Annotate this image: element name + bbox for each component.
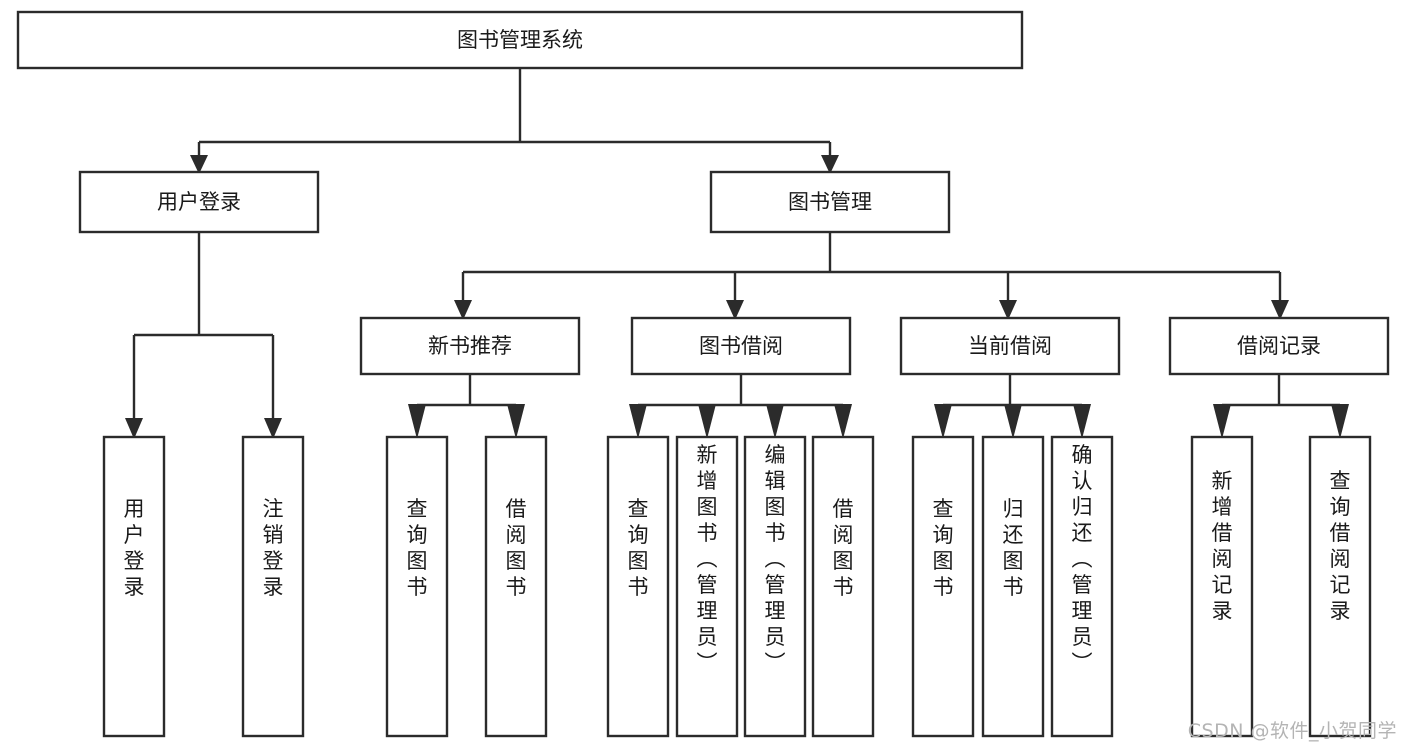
node-leaf-borrow-book-2-label: 借阅图书 xyxy=(833,497,854,599)
arrowhead-leaf-return-book xyxy=(1004,404,1022,439)
node-leaf-return-book-box[interactable] xyxy=(981,435,1045,738)
arrowhead-new-book-recommend xyxy=(454,300,472,320)
node-leaf-query-borrow-record-box[interactable] xyxy=(1308,435,1372,738)
node-leaf-query-book-1-label: 查询图书 xyxy=(407,497,428,599)
node-leaf-borrow-book-2[interactable]: 借阅图书 xyxy=(811,435,875,738)
node-root[interactable]: 图书管理系统 xyxy=(16,10,1024,70)
node-leaf-query-book-1-box[interactable] xyxy=(385,435,449,738)
node-current-borrow[interactable]: 当前借阅 xyxy=(899,316,1121,376)
node-leaf-user-login-label: 用户登录 xyxy=(124,497,145,599)
node-leaf-confirm-return-admin-label: 确认归还︵管理员︶ xyxy=(1072,443,1093,675)
leaf-node-layer: 用户登录 注销登录 查询图书 借阅图书 查询图书 新增图书︵管理员︶ xyxy=(102,435,1372,738)
node-leaf-borrow-book-2-box[interactable] xyxy=(811,435,875,738)
arrowhead-leaf-query-borrow-record xyxy=(1331,404,1349,439)
node-borrow-record-label: 借阅记录 xyxy=(1237,334,1321,358)
node-user-login[interactable]: 用户登录 xyxy=(78,170,320,234)
node-leaf-query-book-1[interactable]: 查询图书 xyxy=(385,435,449,738)
arrowhead-user-login xyxy=(190,155,208,174)
arrowhead-leaf-borrow-book-2 xyxy=(834,404,852,439)
node-leaf-return-book-label: 归还图书 xyxy=(1003,497,1024,599)
connector-layer xyxy=(125,68,1349,439)
node-leaf-logout-box[interactable] xyxy=(241,435,305,738)
node-leaf-logout[interactable]: 注销登录 xyxy=(241,435,305,738)
node-borrow-record[interactable]: 借阅记录 xyxy=(1168,316,1390,376)
node-leaf-query-book-2-label: 查询图书 xyxy=(628,497,649,599)
arrowhead-leaf-confirm-return-admin xyxy=(1073,404,1091,439)
node-leaf-add-book-admin-label: 新增图书︵管理员︶ xyxy=(697,443,718,675)
node-leaf-query-book-3-label: 查询图书 xyxy=(933,497,954,599)
node-root-label: 图书管理系统 xyxy=(457,28,583,52)
node-leaf-edit-book-admin-label: 编辑图书︵管理员︶ xyxy=(765,443,786,675)
arrowhead-leaf-query-book-2 xyxy=(629,404,647,439)
node-borrow-record-box[interactable] xyxy=(1168,316,1390,376)
node-leaf-query-book-3-box[interactable] xyxy=(911,435,975,738)
node-leaf-edit-book-admin-box[interactable] xyxy=(743,435,807,738)
arrowhead-leaf-query-book-3 xyxy=(934,404,952,439)
arrowhead-current-borrow xyxy=(999,300,1017,320)
arrowhead-leaf-user-login xyxy=(125,418,143,439)
node-book-manage-box[interactable] xyxy=(709,170,951,234)
node-root-box[interactable] xyxy=(16,10,1024,70)
node-leaf-query-book-2[interactable]: 查询图书 xyxy=(606,435,670,738)
arrowhead-leaf-edit-book-admin xyxy=(766,404,784,439)
arrowhead-leaf-logout xyxy=(264,418,282,439)
arrowhead-leaf-borrow-book-1 xyxy=(507,404,525,439)
node-leaf-edit-book-admin[interactable]: 编辑图书︵管理员︶ xyxy=(743,435,807,738)
arrowhead-leaf-add-book-admin xyxy=(698,404,716,439)
node-user-login-box[interactable] xyxy=(78,170,320,234)
node-book-borrow[interactable]: 图书借阅 xyxy=(630,316,852,376)
node-leaf-borrow-book-1-box[interactable] xyxy=(484,435,548,738)
node-leaf-add-book-admin-box[interactable] xyxy=(675,435,739,738)
node-leaf-add-book-admin[interactable]: 新增图书︵管理员︶ xyxy=(675,435,739,738)
arrowhead-leaf-query-book-1 xyxy=(408,404,426,439)
node-leaf-borrow-book-1[interactable]: 借阅图书 xyxy=(484,435,548,738)
node-leaf-user-login[interactable]: 用户登录 xyxy=(102,435,166,738)
node-leaf-query-borrow-record-label: 查询借阅记录 xyxy=(1330,469,1351,623)
node-leaf-query-book-2-box[interactable] xyxy=(606,435,670,738)
node-book-manage[interactable]: 图书管理 xyxy=(709,170,951,234)
node-leaf-user-login-box[interactable] xyxy=(102,435,166,738)
node-current-borrow-label: 当前借阅 xyxy=(968,334,1052,358)
node-leaf-confirm-return-admin[interactable]: 确认归还︵管理员︶ xyxy=(1050,435,1114,738)
node-book-borrow-label: 图书借阅 xyxy=(699,334,783,358)
node-leaf-add-borrow-record[interactable]: 新增借阅记录 xyxy=(1190,435,1254,738)
node-leaf-query-borrow-record[interactable]: 查询借阅记录 xyxy=(1308,435,1372,738)
node-user-login-label: 用户登录 xyxy=(157,190,241,214)
arrowhead-borrow-record xyxy=(1271,300,1289,320)
node-leaf-query-book-3[interactable]: 查询图书 xyxy=(911,435,975,738)
node-book-borrow-box[interactable] xyxy=(630,316,852,376)
node-leaf-add-borrow-record-box[interactable] xyxy=(1190,435,1254,738)
node-current-borrow-box[interactable] xyxy=(899,316,1121,376)
node-new-book-recommend-box[interactable] xyxy=(359,316,581,376)
node-new-book-recommend-label: 新书推荐 xyxy=(428,334,512,358)
arrowhead-book-borrow xyxy=(726,300,744,320)
node-book-manage-label: 图书管理 xyxy=(788,190,872,214)
node-new-book-recommend[interactable]: 新书推荐 xyxy=(359,316,581,376)
arrowhead-book-manage xyxy=(821,155,839,174)
node-leaf-add-borrow-record-label: 新增借阅记录 xyxy=(1212,469,1233,623)
node-leaf-borrow-book-1-label: 借阅图书 xyxy=(506,497,527,599)
node-leaf-confirm-return-admin-box[interactable] xyxy=(1050,435,1114,738)
node-leaf-return-book[interactable]: 归还图书 xyxy=(981,435,1045,738)
arrowhead-leaf-add-borrow-record xyxy=(1213,404,1231,439)
node-leaf-logout-label: 注销登录 xyxy=(263,497,284,599)
